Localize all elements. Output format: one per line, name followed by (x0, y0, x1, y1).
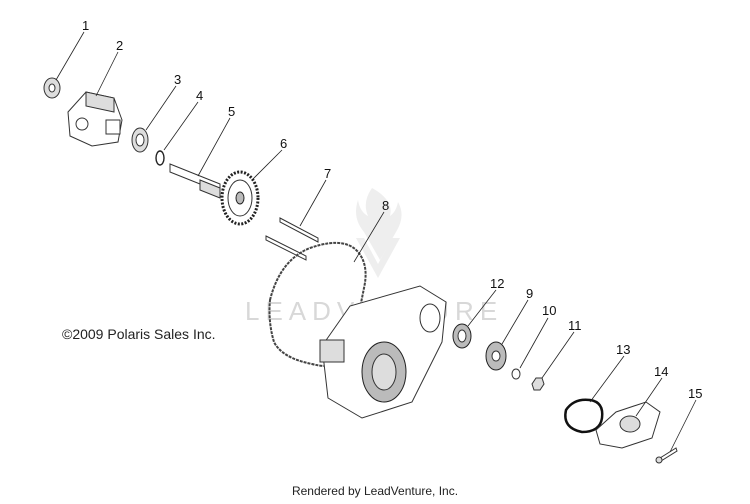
leader-8 (353, 211, 385, 263)
copyright-text: ©2009 Polaris Sales Inc. (62, 326, 216, 342)
leader-12 (467, 289, 497, 327)
callout-12: 12 (490, 276, 504, 291)
callout-7: 7 (324, 166, 331, 181)
leader-3 (145, 85, 177, 131)
part-1-seal (43, 77, 61, 99)
callout-10: 10 (542, 303, 556, 318)
leader-5 (197, 117, 231, 177)
part-5-shaft (169, 163, 221, 199)
leader-6 (251, 149, 283, 181)
leader-10 (519, 317, 549, 369)
part-12-seal (452, 323, 472, 349)
part-11-nut (531, 377, 545, 391)
leader-4 (163, 101, 199, 151)
leader-lines (55, 31, 697, 453)
callout-2: 2 (116, 38, 123, 53)
part-14-pump-cover (595, 401, 661, 449)
leader-9 (501, 299, 529, 345)
part-4-snap-ring (155, 150, 165, 166)
part-10-washer (511, 368, 521, 380)
callout-15: 15 (688, 386, 702, 401)
callout-4: 4 (196, 88, 203, 103)
part-15-bolt (655, 447, 678, 464)
callout-3: 3 (174, 72, 181, 87)
callout-8: 8 (382, 198, 389, 213)
callout-1: 1 (82, 18, 89, 33)
leader-14 (635, 377, 663, 417)
part-8-crankcase-cover (319, 285, 447, 419)
part-7-dowel-pins (265, 217, 319, 261)
part-8-gasket (268, 241, 367, 367)
leader-13 (589, 355, 625, 403)
leader-1 (55, 31, 85, 81)
leader-15 (669, 399, 697, 453)
callout-9: 9 (526, 286, 533, 301)
leader-7 (299, 179, 327, 227)
watermark-logo-icon (356, 188, 402, 278)
callout-5: 5 (228, 104, 235, 119)
part-2-pump-housing (67, 91, 123, 147)
part-6-gear (220, 170, 260, 226)
leader-2 (95, 51, 119, 97)
leader-11 (541, 331, 575, 379)
callout-6: 6 (280, 136, 287, 151)
callout-numbers: 1 2 3 4 5 6 7 8 9 10 11 12 13 14 15 (82, 18, 702, 401)
part-3-bearing (131, 127, 149, 153)
callout-14: 14 (654, 364, 668, 379)
part-9-impeller (485, 341, 507, 371)
footer-credit: Rendered by LeadVenture, Inc. (291, 484, 459, 498)
part-13-o-ring (564, 398, 604, 434)
callout-11: 11 (568, 318, 582, 333)
callout-13: 13 (616, 342, 630, 357)
